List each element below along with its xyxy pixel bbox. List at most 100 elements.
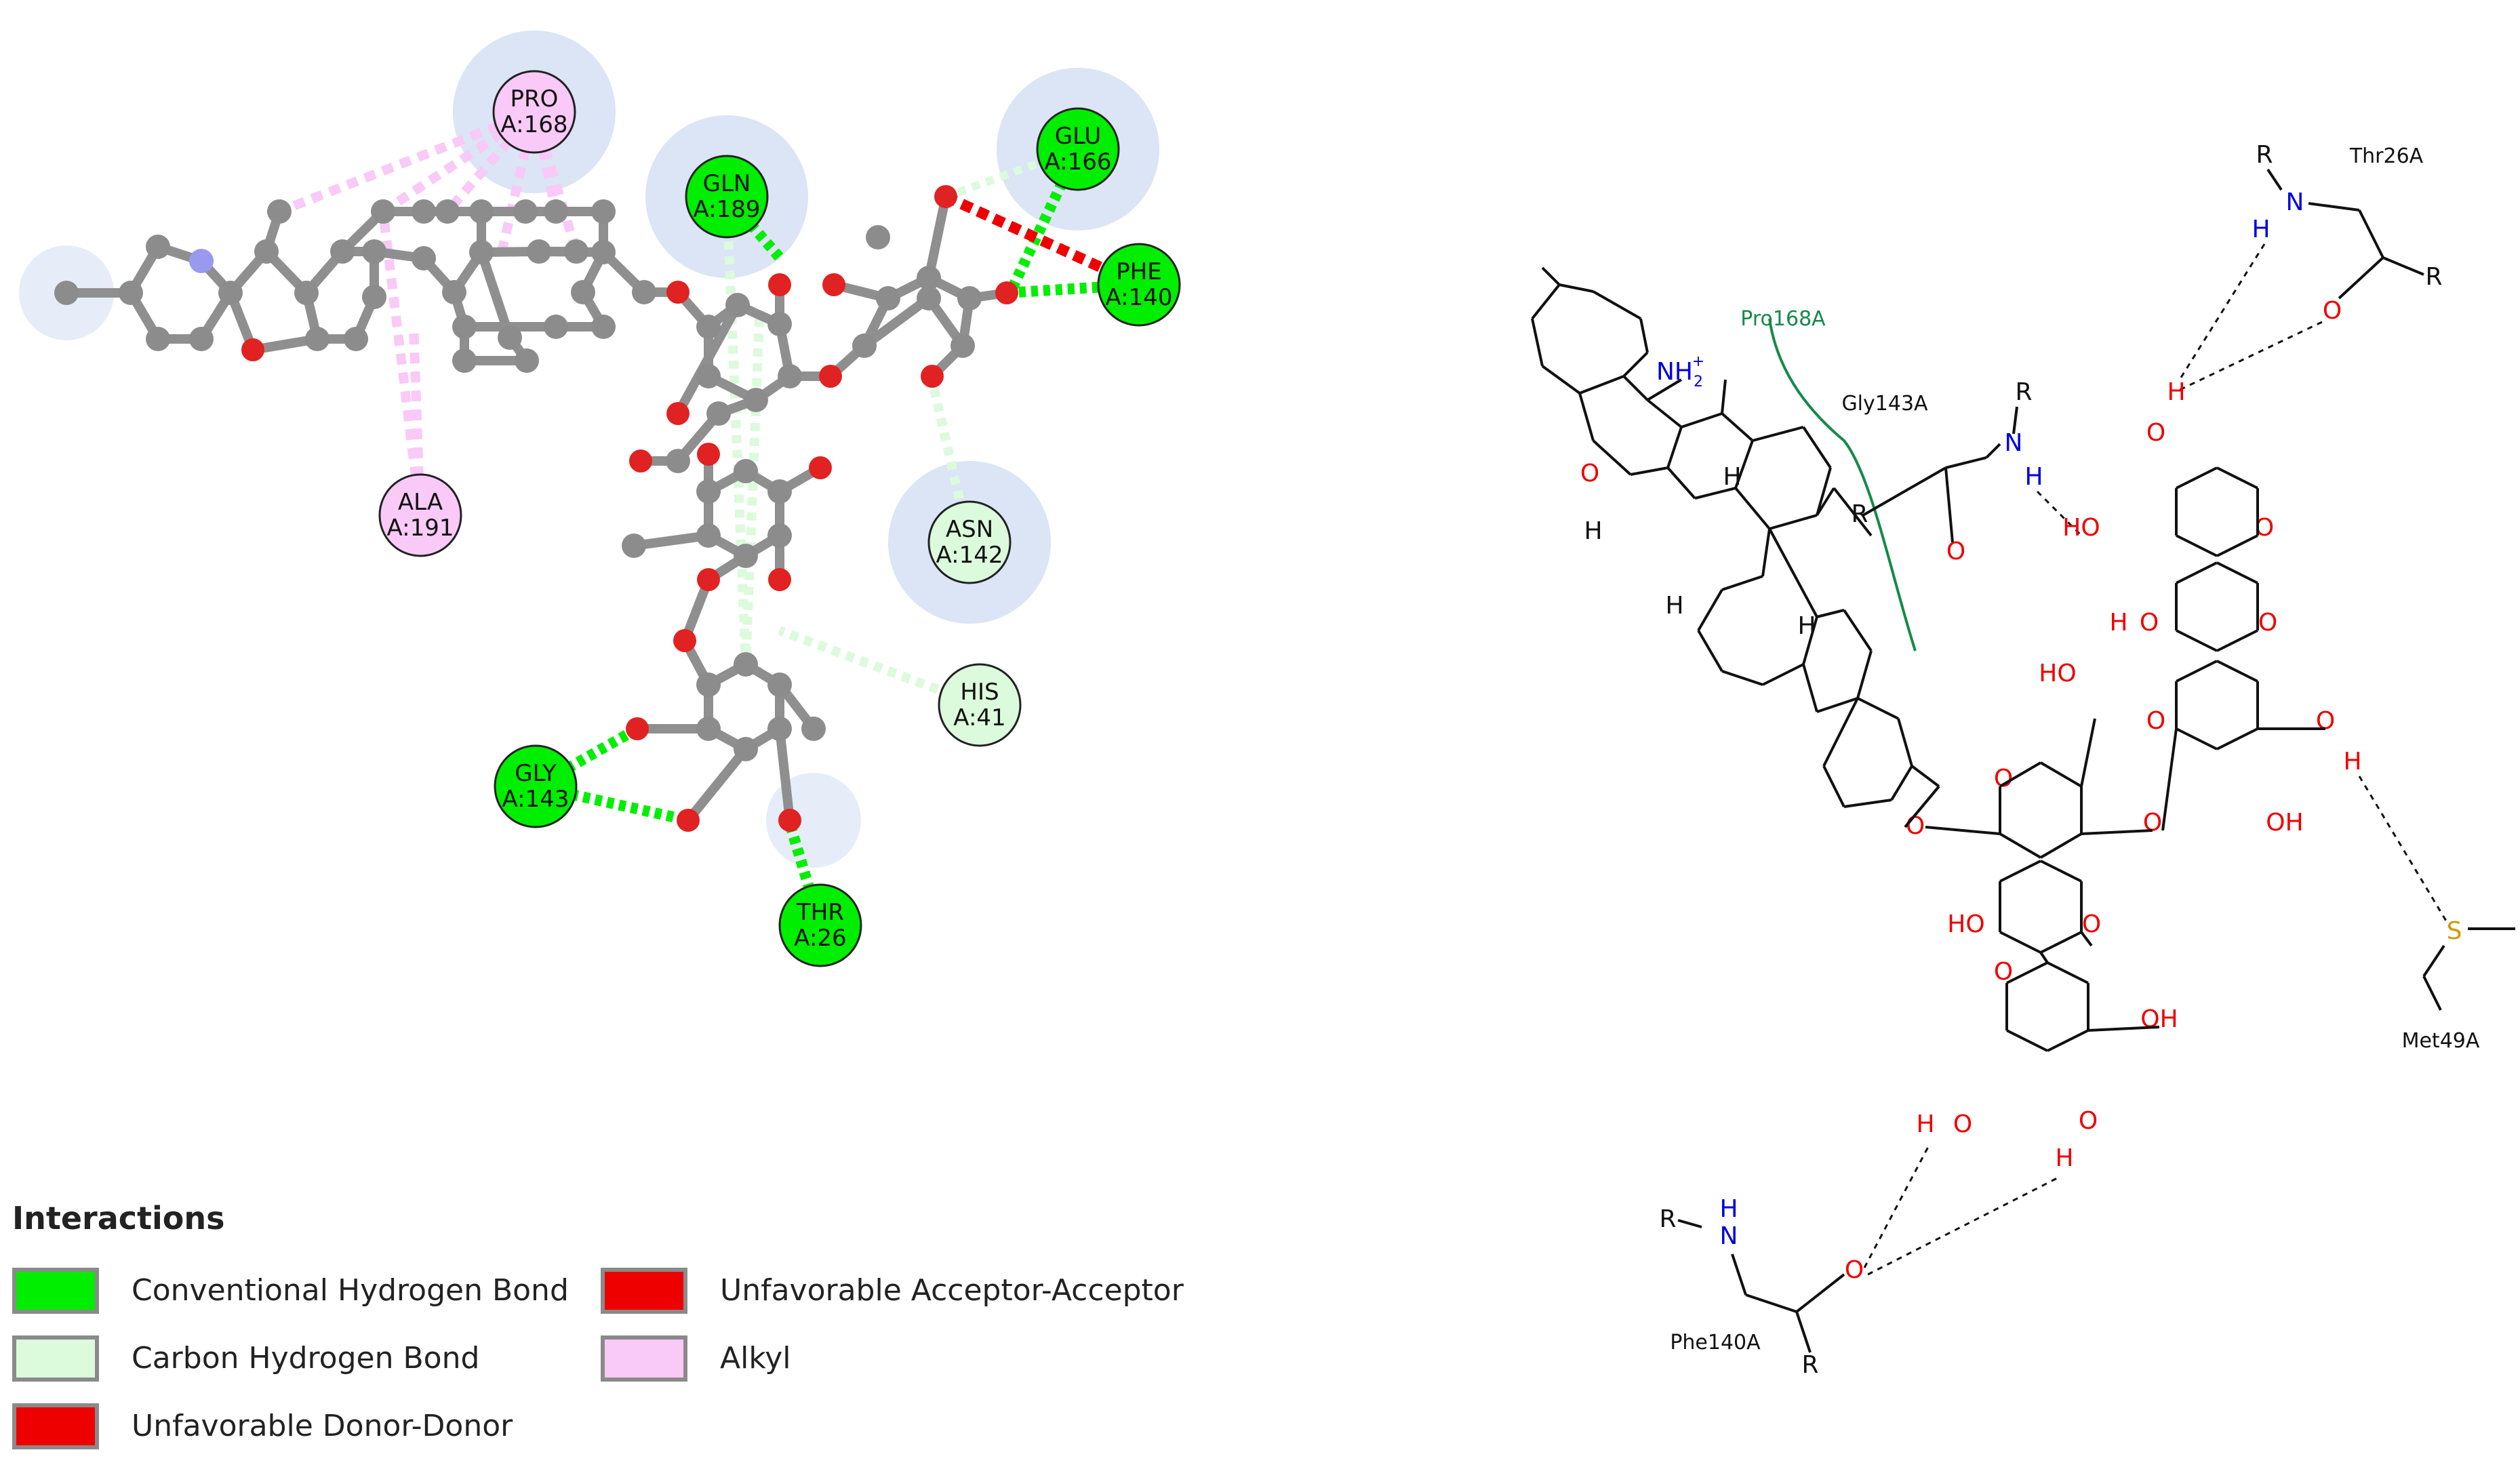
ring-oxygen: O bbox=[2258, 609, 2277, 637]
oxygen-atom bbox=[809, 456, 832, 479]
carbon-atom bbox=[767, 479, 792, 504]
carbon-atom bbox=[544, 315, 568, 339]
sulfur-label: S bbox=[2447, 917, 2462, 945]
sugar-ring-bond bbox=[2176, 466, 2218, 489]
carbon-atom bbox=[957, 286, 982, 310]
sugar-ring-bond bbox=[2176, 534, 2218, 557]
sugar-ring-bond bbox=[2039, 761, 2083, 788]
r-group: R bbox=[2015, 378, 2032, 406]
ring-oxygen: O bbox=[2146, 707, 2165, 735]
bond-line bbox=[1531, 318, 1544, 367]
gly143-label: Gly143A bbox=[1841, 392, 1928, 416]
oxygen-atom bbox=[697, 443, 720, 466]
carbon-atom bbox=[544, 199, 568, 224]
sugar-ring-bond bbox=[2047, 961, 2089, 984]
hbond-dash bbox=[2358, 776, 2452, 929]
bond-line bbox=[1593, 290, 1641, 320]
carbon-atom bbox=[767, 312, 792, 336]
residue-disc bbox=[1036, 107, 1120, 191]
carbon-atom bbox=[767, 523, 792, 548]
nitrogen-atom bbox=[189, 249, 214, 273]
hydroxyl-hydrogen: H bbox=[2343, 748, 2361, 776]
bond-line bbox=[1795, 1273, 1845, 1313]
bond-line bbox=[1822, 765, 1845, 807]
bond-line bbox=[1897, 718, 1913, 767]
bond-line bbox=[1666, 466, 1696, 500]
residue-number: A:142 bbox=[936, 542, 1003, 569]
hydroxyl-hydrogen: H bbox=[2055, 1144, 2073, 1172]
carbonyl-oxygen: O bbox=[1845, 1256, 1864, 1284]
hydrogen-label: H bbox=[1584, 517, 1602, 545]
pro168-contact-curve bbox=[1768, 318, 1917, 651]
ring-oxygen: O bbox=[1580, 460, 1599, 487]
bond-line bbox=[1697, 588, 1723, 632]
legend-swatch bbox=[12, 1268, 99, 1314]
bond-line bbox=[1734, 487, 1771, 530]
bond-line bbox=[2161, 728, 2178, 831]
sugar-ring-bond bbox=[2176, 561, 2218, 584]
bond-line bbox=[1622, 375, 1649, 401]
legend-label: Unfavorable Acceptor-Acceptor bbox=[720, 1273, 1184, 1308]
carbon-atom bbox=[362, 239, 386, 264]
oxygen-atom bbox=[768, 568, 791, 591]
oxygen-atom bbox=[241, 338, 264, 361]
carbon-atom bbox=[591, 199, 616, 224]
oxygen-atom bbox=[666, 402, 689, 425]
thr26-label: Thr26A bbox=[2349, 144, 2424, 168]
carbon-atom bbox=[696, 672, 721, 697]
bond-line bbox=[1622, 351, 1649, 378]
bond-line bbox=[2308, 202, 2360, 212]
carbon-atom bbox=[469, 199, 494, 224]
carbon-atom bbox=[498, 325, 522, 350]
ligand-bond bbox=[673, 300, 742, 418]
hydroxyl-oxygen: O bbox=[2316, 707, 2335, 735]
bond-line bbox=[1890, 765, 1913, 801]
bond-line bbox=[1944, 467, 1954, 543]
sugar-ring-bond bbox=[2040, 860, 2082, 883]
glycosidic-oxygen: O bbox=[2082, 910, 2101, 938]
interaction-line bbox=[529, 110, 561, 213]
bond-line bbox=[1734, 440, 1754, 489]
pro168-label: Pro168A bbox=[1740, 307, 1826, 331]
bond-line bbox=[1945, 456, 1987, 469]
sugar-ring-bond bbox=[2176, 727, 2218, 750]
amide-nitrogen: N bbox=[1720, 1222, 1738, 1250]
residue-number: A:140 bbox=[1105, 284, 1172, 311]
r-group: R bbox=[1801, 1351, 1818, 1379]
r-group: R bbox=[1659, 1205, 1676, 1233]
bond-line bbox=[2080, 718, 2096, 787]
carbon-atom bbox=[778, 364, 802, 388]
carbon-atom bbox=[866, 225, 890, 249]
bond-line bbox=[2266, 168, 2283, 191]
hydrogen-label: H bbox=[1723, 463, 1741, 491]
oxygen-atom bbox=[697, 568, 720, 591]
bond-line bbox=[1541, 266, 1561, 286]
carbon-atom bbox=[622, 534, 646, 558]
residue-discs: PROA:168GLNA:189GLUA:166PHEA:140ALAA:191… bbox=[378, 70, 1181, 967]
carbon-atom bbox=[666, 449, 690, 473]
legend-label: Carbon Hydrogen Bond bbox=[132, 1341, 480, 1375]
oxygen-atom bbox=[934, 185, 957, 208]
carbon-atom bbox=[371, 199, 395, 224]
residue-name: HIS bbox=[960, 679, 999, 706]
residue-number: A:168 bbox=[500, 111, 567, 138]
carbon-atom bbox=[744, 388, 768, 412]
amide-hydrogen: H bbox=[2252, 216, 2270, 243]
oxygen-atom bbox=[995, 281, 1018, 304]
legend-label: Unfavorable Donor-Donor bbox=[132, 1409, 513, 1443]
residue-name: PRO bbox=[511, 85, 559, 113]
bond-line bbox=[1646, 399, 1683, 428]
r-group: R bbox=[1851, 500, 1868, 528]
carbon-atom bbox=[951, 334, 975, 358]
legend-label: Conventional Hydrogen Bond bbox=[132, 1273, 569, 1308]
hydroxyl-label: OH bbox=[2266, 809, 2303, 837]
carbon-atom bbox=[876, 286, 900, 310]
sugar-ring-bond bbox=[2176, 660, 2218, 683]
bond-line bbox=[1677, 1219, 1702, 1228]
bond-line bbox=[1802, 426, 1832, 469]
oxygen-atom bbox=[822, 273, 845, 296]
bond-line bbox=[1816, 697, 1858, 713]
carbon-atom bbox=[696, 479, 721, 504]
bond-line bbox=[1843, 609, 1873, 652]
